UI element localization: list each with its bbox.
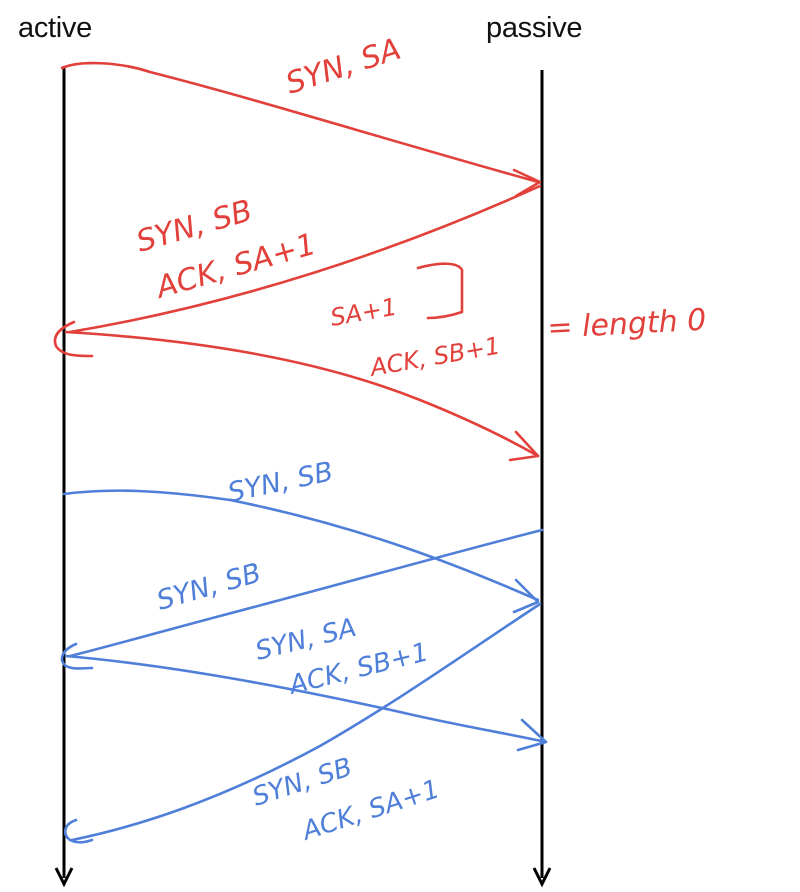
passive-timeline-arrowhead [532, 867, 552, 888]
ack-arrowhead [508, 430, 540, 462]
active-syn-label: SYN, SB [225, 456, 336, 508]
passive-syn-arrowhead [60, 642, 94, 670]
simultaneous-open-group: SYN, SB SYN, SB SYN, SA ACK, SB+1 SYN, S… [60, 456, 548, 847]
ack-label-line1: SA+1 [328, 293, 399, 332]
ack-length-note: = length 0 [547, 303, 708, 346]
syn-arrowhead [512, 168, 542, 198]
active-syn-arrow [62, 489, 540, 602]
active-timeline-arrowhead [54, 867, 74, 888]
ack-bracket [416, 262, 464, 320]
syn-label: SYN, SA [282, 32, 405, 102]
active-endpoint-label: active [18, 12, 92, 44]
passive-synack-arrowhead [63, 818, 94, 844]
active-synack-arrow [64, 654, 548, 744]
active-syn-arrowhead [512, 578, 540, 614]
synack-arrowhead [53, 320, 94, 358]
three-way-handshake-group: SYN, SA SYN, SB ACK, SA+1 SA+1 ACK, SB+1… [53, 32, 708, 462]
active-synack-arrowhead [516, 718, 548, 752]
passive-endpoint-label: passive [486, 12, 583, 44]
syn-arrow [60, 61, 540, 184]
synack-arrow [68, 184, 542, 334]
passive-synack-label-line1: SYN, SB [249, 752, 356, 812]
ack-arrow [64, 330, 540, 458]
passive-synack-arrow [70, 602, 542, 842]
passive-syn-arrow [68, 528, 544, 658]
ack-label-line2: ACK, SB+1 [366, 332, 502, 383]
